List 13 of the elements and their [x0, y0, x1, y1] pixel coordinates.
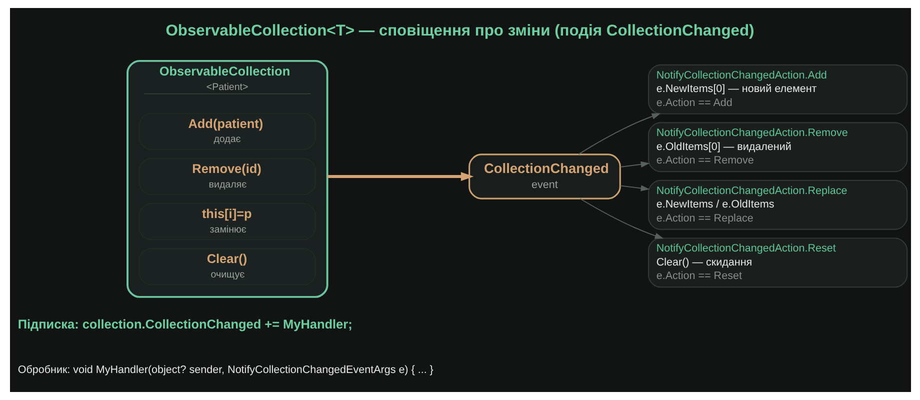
- node-box: CollectionChanged event: [468, 154, 620, 200]
- arrow: [578, 113, 660, 155]
- label: Обробник: void MyHandler(object? sender, NotifyCollectionChangedEventArgs e) { ... }: [17, 364, 433, 376]
- node-box: NotifyCollectionChangedAction.Remove e.OldItems[0] — видалений e.Action == Remove: [648, 122, 908, 172]
- arrow: [579, 198, 664, 239]
- label: Підписка: collection.CollectionChanged += MyHandler;: [17, 316, 352, 332]
- node-box: NotifyCollectionChangedAction.Replace e.NewItems / e.OldItems e.Action == Replace: [648, 180, 908, 230]
- arrow: [619, 185, 650, 192]
- node-box: NotifyCollectionChangedAction.Add e.NewItems[0] — новий елемент e.Action == Add: [648, 64, 908, 114]
- diagram-title: ObservableCollection<T> — сповіщення про зміни (подія CollectionChanged): [165, 22, 754, 40]
- node-box: NotifyCollectionChangedAction.Reset Clear() — скидання e.Action == Reset: [648, 238, 908, 288]
- arrow: [619, 161, 650, 168]
- arrow: [326, 172, 474, 181]
